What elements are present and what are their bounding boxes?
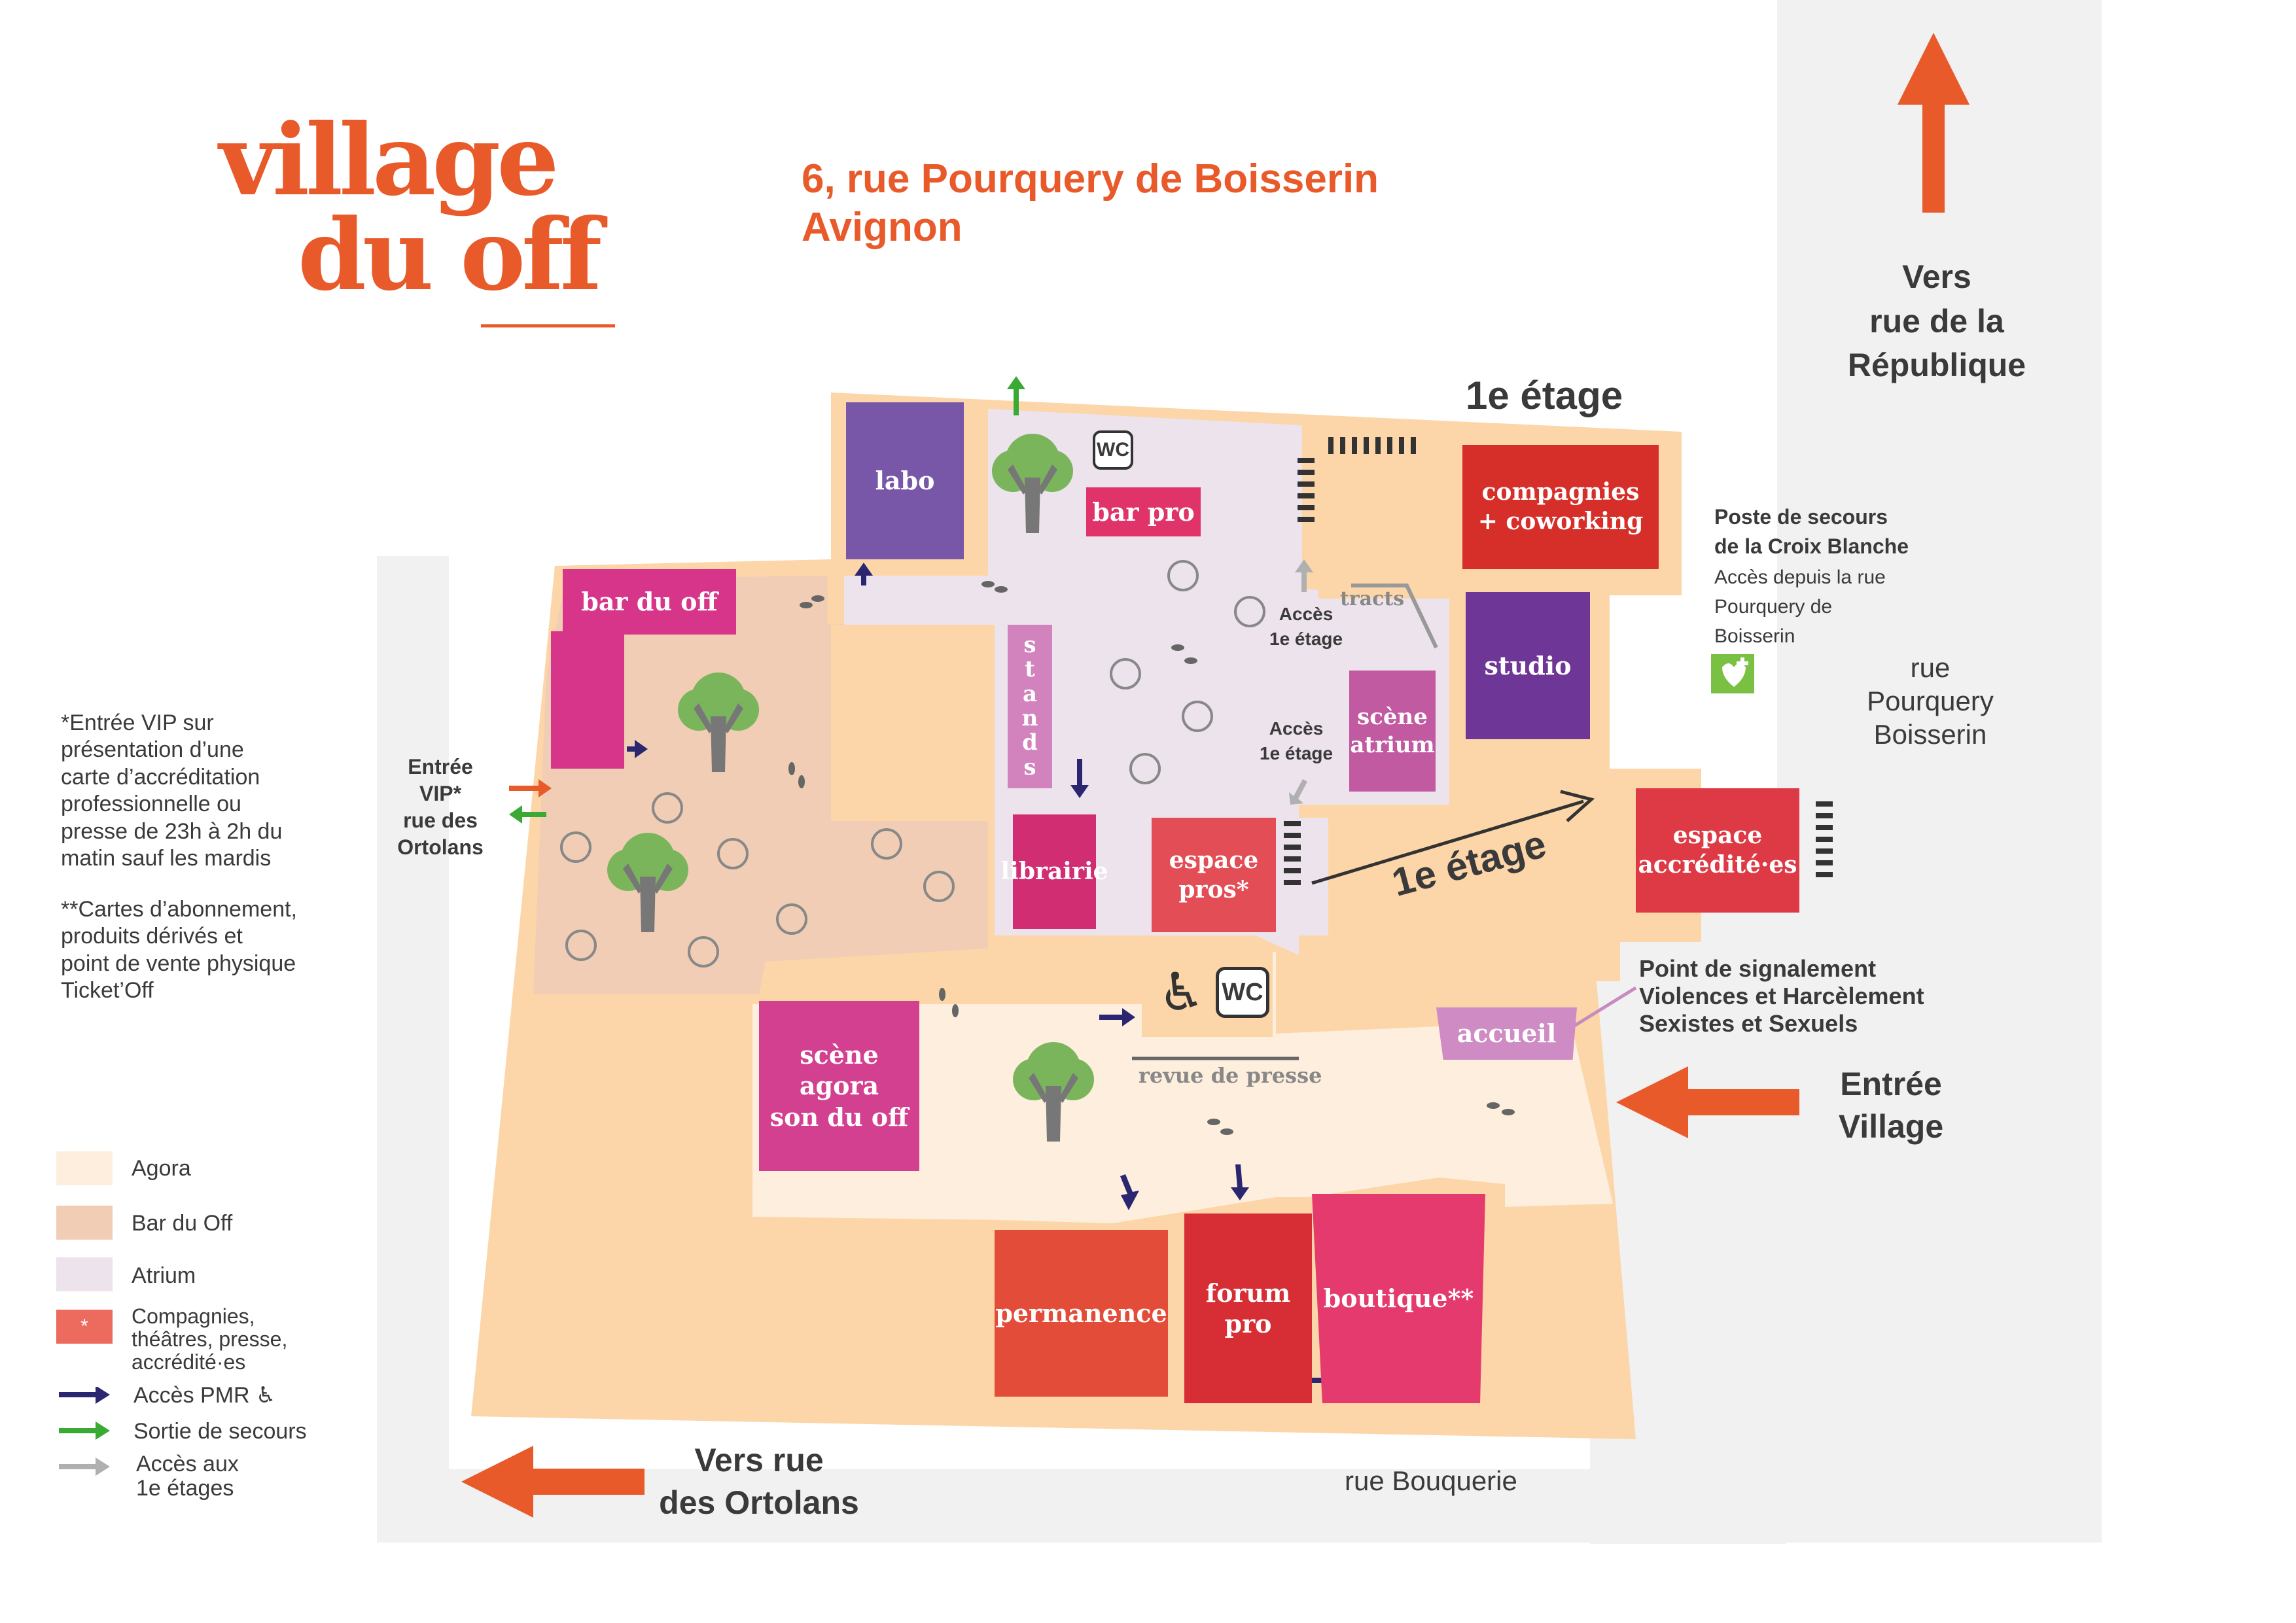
room-bar-du-off-arm bbox=[551, 631, 624, 769]
room-bar-du-off-label: bar du off bbox=[581, 587, 718, 617]
legend-label-pmr: Accès PMR ♿ bbox=[133, 1383, 276, 1408]
poste-secours-text: Accès depuis la rue Pourquery de Boisser… bbox=[1714, 567, 1886, 647]
zone-agora bbox=[752, 952, 1613, 1223]
legend-label-compagnies: Compagnies, théâtres, presse, accrédité·… bbox=[132, 1304, 288, 1374]
acces-1e-etage-a: Accès 1e étage bbox=[1269, 604, 1343, 649]
vers-ortolans-label: Vers rue des Ortolans bbox=[659, 1442, 859, 1521]
point-signalement-label: Point de signalement Violences et Harcèl… bbox=[1639, 955, 1924, 1037]
premier-etage-top: 1e étage bbox=[1466, 374, 1623, 417]
room-bar-pro[interactable]: bar pro bbox=[1086, 487, 1201, 536]
legend-label-upstairs: Accès aux 1e étages bbox=[136, 1452, 239, 1501]
room-studio[interactable]: studio bbox=[1466, 592, 1590, 739]
wall-block-1 bbox=[831, 625, 991, 821]
tree-icon bbox=[607, 833, 688, 932]
emergency-exit-arrow bbox=[509, 376, 1025, 824]
legend-pmr-arrow bbox=[59, 1387, 110, 1404]
room-espace-accredites[interactable]: espace accrédité·es bbox=[1636, 788, 1799, 913]
footprint-icons bbox=[788, 581, 1515, 1135]
room-stands[interactable]: s t a n d s bbox=[1008, 625, 1052, 788]
stairs-accredites bbox=[1816, 801, 1833, 877]
wc-icon: WC bbox=[1216, 967, 1269, 1018]
arrow-vers-ortolans bbox=[461, 1446, 645, 1518]
arrow-to-accredites-head bbox=[1560, 790, 1595, 822]
entree-vip-label: Entrée VIP* rue des Ortolans bbox=[397, 755, 484, 859]
room-forum-pro[interactable]: forum pro bbox=[1184, 1213, 1312, 1403]
legend-arrows bbox=[59, 1387, 110, 1476]
acces-1e-etage-b: Accès 1e étage bbox=[1260, 718, 1333, 763]
address-line-1: 6, rue Pourquery de Boisserin bbox=[802, 156, 1379, 201]
legend-swatch-bar-du-off bbox=[56, 1206, 113, 1240]
signalement-line bbox=[1566, 986, 1637, 1032]
legend: Agora Bar du Off Atrium * Compagnies, th… bbox=[56, 1145, 383, 1524]
legend-swatch-atrium bbox=[56, 1257, 113, 1291]
cards-note: **Cartes d’abonnement, produits dérivés … bbox=[61, 897, 298, 1003]
wc-icon: WC bbox=[1093, 430, 1133, 470]
first-aid-icon bbox=[1711, 654, 1754, 693]
room-scene-agora[interactable]: scène agora son du off bbox=[759, 1001, 919, 1171]
arrow-entree-village bbox=[1616, 1066, 1799, 1138]
revue-de-presse-label: revue de presse bbox=[1139, 1063, 1322, 1088]
legend-emergency-arrow bbox=[59, 1422, 110, 1440]
legend-label-bar-du-off: Bar du Off bbox=[132, 1211, 233, 1236]
poste-secours-title: Poste de secours de la Croix Blanche bbox=[1714, 505, 1909, 558]
stairs-left bbox=[1298, 458, 1315, 522]
legend-label-atrium: Atrium bbox=[132, 1263, 196, 1288]
tracts-label: tracts bbox=[1340, 587, 1405, 610]
room-librairie[interactable]: librairie bbox=[1000, 814, 1108, 929]
wall-block-2 bbox=[1318, 451, 1446, 599]
logo-line-1: village bbox=[219, 103, 559, 218]
legend-label-agora: Agora bbox=[132, 1156, 191, 1181]
legend-swatch-compagnies: * bbox=[56, 1310, 113, 1344]
legend-upstairs-arrow bbox=[59, 1457, 110, 1476]
rue-bouquerie-label: rue Bouquerie bbox=[1345, 1465, 1517, 1496]
upstairs-arrow bbox=[1289, 559, 1313, 805]
legend-label-emergency: Sortie de secours bbox=[133, 1419, 307, 1444]
arrow-to-accredites bbox=[1311, 799, 1584, 885]
vip-note: *Entrée VIP sur présentation d’une carte… bbox=[61, 710, 283, 871]
tree-icon bbox=[678, 672, 759, 772]
entree-village-label: Entrée Village bbox=[1838, 1066, 1944, 1145]
stairs-espace-pros bbox=[1284, 821, 1301, 885]
vers-republique-label: Vers rue de la République bbox=[1847, 258, 2026, 383]
legend-swatch-agora bbox=[56, 1151, 113, 1185]
street-right bbox=[1777, 0, 2102, 1543]
wheelchair-icon: ♿ bbox=[1158, 963, 1205, 1021]
room-permanence[interactable]: permanence bbox=[995, 1230, 1168, 1397]
rue-pourquery-label: rue Pourquery Boisserin bbox=[1867, 652, 1994, 750]
stairs-top bbox=[1328, 437, 1416, 454]
room-espace-pros[interactable]: espace pros* bbox=[1152, 818, 1276, 932]
address-line-2: Avignon bbox=[802, 205, 963, 250]
room-compagnies[interactable]: compagnies + coworking bbox=[1462, 445, 1659, 569]
street-bottom bbox=[377, 1469, 2102, 1543]
room-accueil[interactable]: accueil bbox=[1436, 1007, 1577, 1060]
tracts-wall bbox=[1351, 584, 1438, 649]
tree-icon bbox=[1013, 1042, 1094, 1142]
room-bar-du-off[interactable]: bar du off bbox=[563, 569, 736, 635]
arrow-vers-republique bbox=[1898, 33, 1969, 213]
street-left bbox=[377, 556, 449, 1543]
vip-entry-arrow bbox=[509, 779, 552, 797]
room-scene-atrium[interactable]: scène atrium bbox=[1349, 671, 1436, 792]
tree-icon bbox=[992, 434, 1073, 533]
room-labo[interactable]: labo bbox=[846, 402, 964, 559]
room-boutique[interactable]: boutique** bbox=[1312, 1194, 1485, 1403]
logo-line-2: du off bbox=[298, 198, 602, 313]
table-icons bbox=[560, 560, 1265, 968]
